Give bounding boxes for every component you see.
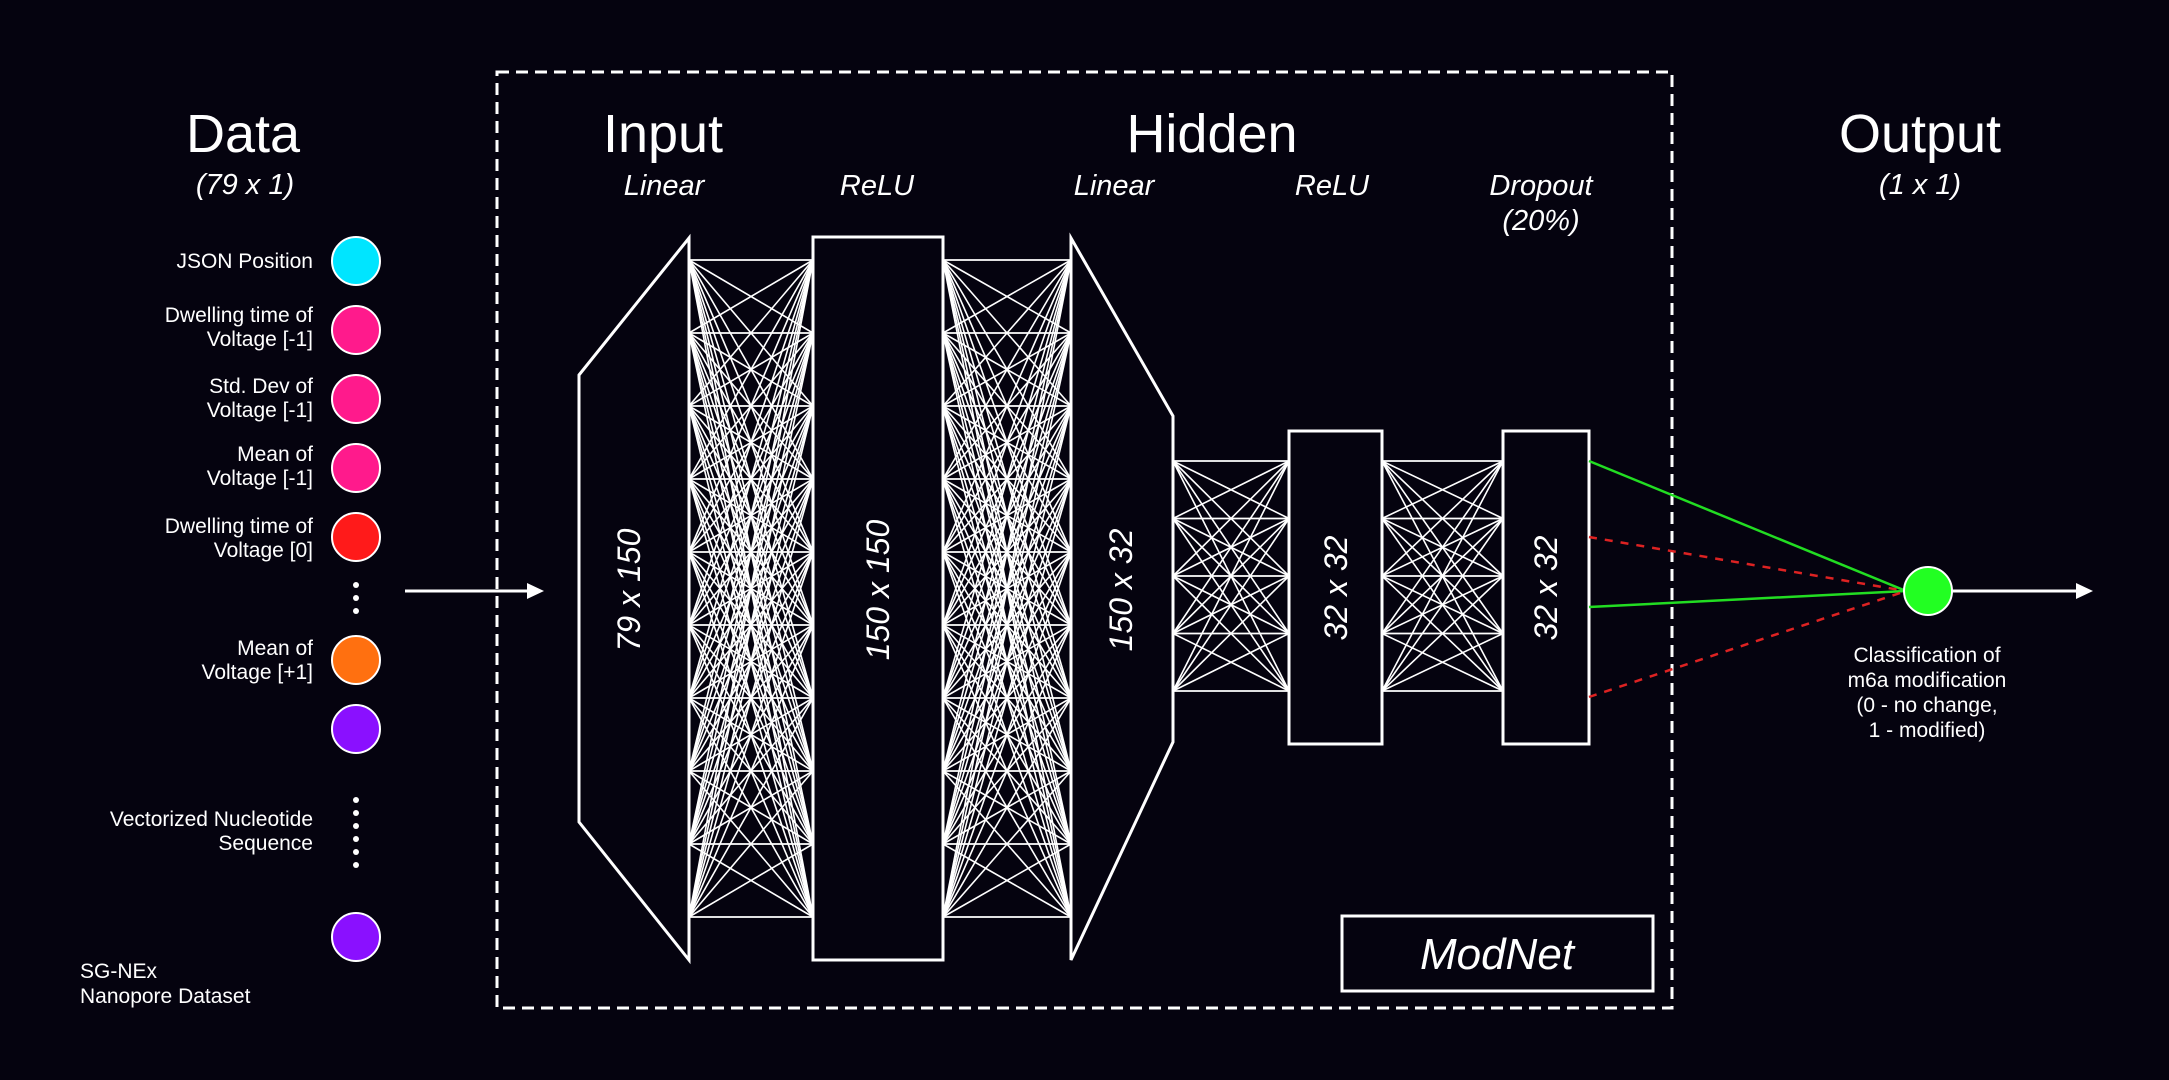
feature-label: Voltage [+1]	[201, 661, 313, 684]
feature-nodes	[331, 236, 381, 962]
active-connection	[1588, 589, 1907, 609]
relu-label-2: ReLU	[1295, 170, 1370, 202]
feature-label: Voltage [-1]	[207, 399, 313, 422]
model-name-box	[1340, 914, 1655, 993]
feature-label: Std. Dev of	[209, 375, 313, 398]
connection-line	[1172, 460, 1290, 634]
connection-line	[942, 259, 1072, 334]
feature-label: Dwelling time of	[165, 304, 313, 327]
connection-line	[1172, 632, 1290, 692]
layer-79x150-label: 79 x 150	[611, 528, 647, 651]
feature-node	[331, 912, 381, 962]
input-heading: Input	[603, 104, 723, 164]
connection-line	[688, 259, 814, 480]
output-node	[1903, 566, 1953, 616]
connection-line	[942, 259, 1072, 480]
input-arrow	[405, 583, 544, 599]
feature-node	[331, 236, 381, 286]
layer-150x150	[811, 235, 945, 962]
layer-150x32-label: 150 x 32	[1103, 528, 1139, 651]
layer-79x150	[577, 233, 691, 965]
connections-l2-l3	[942, 259, 1072, 918]
feature-node	[331, 374, 381, 424]
data-heading: Data	[186, 104, 301, 164]
dropped-connection	[1588, 535, 1907, 593]
connections-l4-l5	[1381, 460, 1504, 692]
feature-label: Voltage [0]	[214, 539, 313, 562]
output-desc-line: 1 - modified)	[1869, 719, 1986, 742]
connection-line	[688, 551, 814, 918]
layer-150x32	[1069, 232, 1175, 961]
dataset-label: Nanopore Dataset	[80, 985, 251, 1008]
connection-line	[1381, 632, 1504, 692]
connection-line	[942, 697, 1072, 918]
connections-l1-l2	[688, 259, 814, 918]
output-desc-line: Classification of	[1853, 644, 2000, 667]
dataset-label: SG-NEx	[80, 960, 158, 983]
connection-line	[1172, 518, 1290, 692]
model-name: ModNet	[1420, 930, 1576, 979]
feature-node	[331, 443, 381, 493]
connection-line	[942, 551, 1072, 918]
feature-node	[331, 635, 381, 685]
output-connections	[1588, 459, 1907, 699]
output-desc-line: (0 - no change,	[1856, 694, 1997, 717]
connection-line	[942, 405, 1072, 918]
output-description: Classification of m6a modification (0 - …	[1848, 644, 2007, 742]
dropout-rate-label: (20%)	[1502, 205, 1579, 237]
dropped-connection	[1588, 589, 1907, 699]
output-shape: (1 x 1)	[1879, 169, 1961, 201]
connection-line	[942, 259, 1072, 918]
input-layer-linear-label: Linear	[624, 170, 706, 202]
connection-line	[688, 697, 814, 918]
connection-line	[1172, 460, 1290, 520]
layer-32x32-dropout	[1501, 429, 1591, 746]
feature-label: Mean of	[237, 637, 313, 660]
feature-node	[331, 305, 381, 355]
hidden-heading: Hidden	[1126, 104, 1297, 164]
output-desc-line: m6a modification	[1848, 669, 2007, 692]
output-heading: Output	[1839, 104, 2001, 164]
connection-line	[688, 405, 814, 918]
ellipsis-dots	[353, 582, 359, 868]
feature-label: Mean of	[237, 443, 313, 466]
output-arrow	[1952, 583, 2093, 599]
connection-line	[1381, 460, 1504, 634]
feature-labels: JSON Position Dwelling time of Voltage […	[80, 250, 313, 1008]
active-connection	[1588, 459, 1907, 593]
connection-line	[688, 259, 814, 772]
connection-line	[688, 259, 814, 918]
connection-line	[942, 259, 1072, 772]
layer-32x32-dropout-label: 32 x 32	[1528, 535, 1564, 640]
sequence-label: Sequence	[218, 832, 313, 855]
feature-label: Voltage [-1]	[207, 467, 313, 490]
feature-node	[331, 512, 381, 562]
dropout-label: Dropout	[1489, 170, 1594, 202]
connection-line	[942, 843, 1072, 918]
data-shape: (79 x 1)	[196, 169, 294, 201]
connection-line	[942, 259, 1072, 626]
model-frame	[495, 70, 1674, 1010]
connections-l3-l4	[1172, 460, 1290, 692]
feature-label: JSON Position	[176, 250, 313, 273]
connection-line	[688, 259, 814, 626]
connection-line	[1381, 518, 1504, 692]
connection-line	[688, 843, 814, 918]
linear-label-2: Linear	[1074, 170, 1156, 202]
feature-node	[331, 704, 381, 754]
layer-150x150-label: 150 x 150	[860, 520, 896, 661]
connection-line	[1381, 460, 1504, 520]
sequence-label: Vectorized Nucleotide	[110, 808, 313, 831]
relu-label-1: ReLU	[840, 170, 915, 202]
layer-32x32-relu-label: 32 x 32	[1318, 535, 1354, 640]
feature-label: Voltage [-1]	[207, 328, 313, 351]
connection-line	[688, 259, 814, 334]
feature-label: Dwelling time of	[165, 515, 313, 538]
layer-32x32-relu	[1287, 429, 1384, 746]
